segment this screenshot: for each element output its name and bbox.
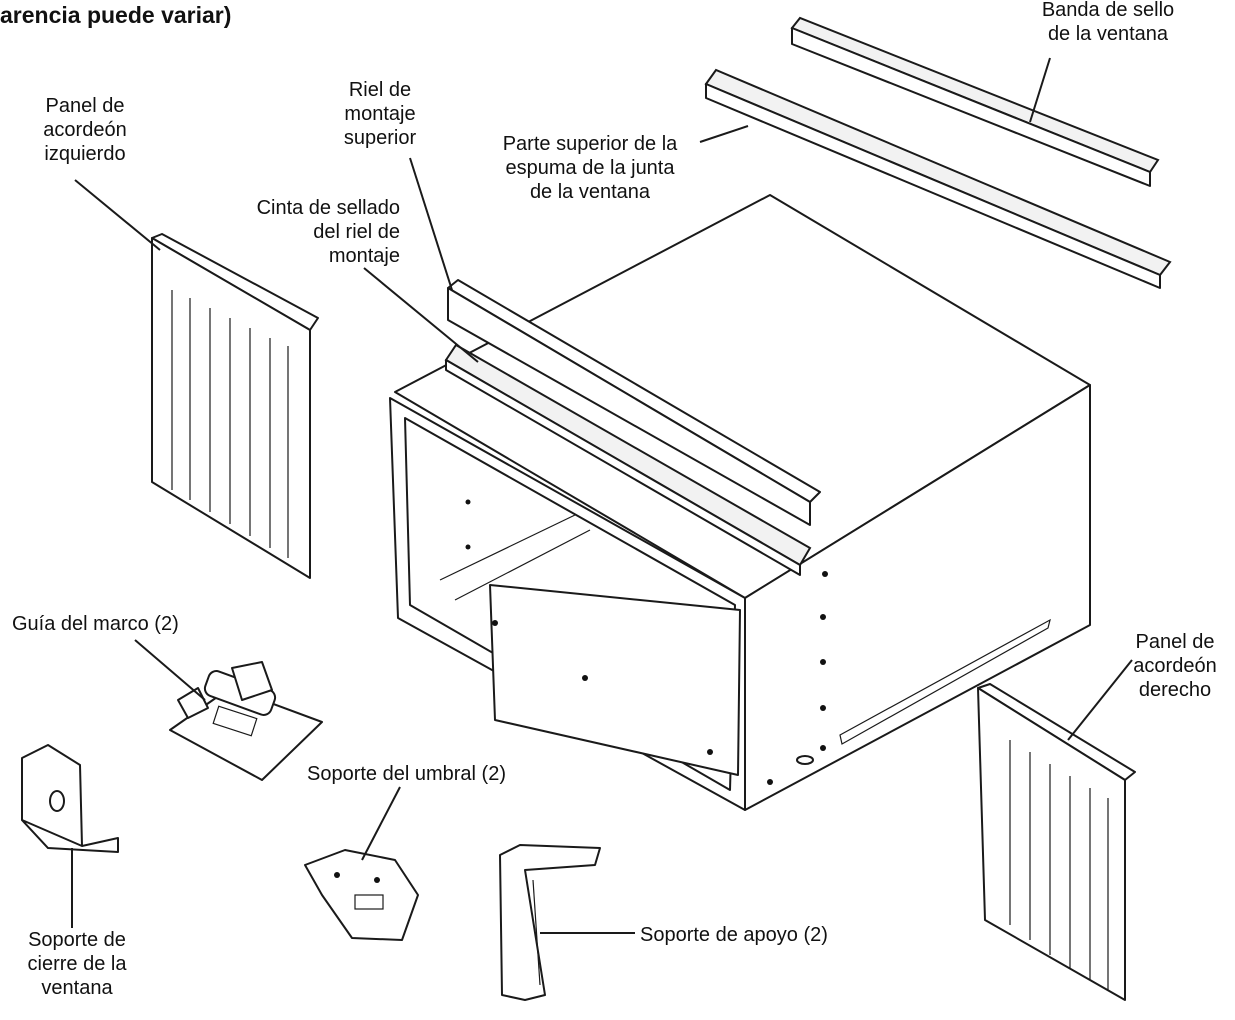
label-upper-gasket-foam: Parte superior de la espuma de la junta … bbox=[502, 133, 678, 203]
label-rail-seal-tape: Cinta de sellado del riel de montaje bbox=[256, 197, 400, 267]
sill-bracket bbox=[304, 849, 419, 941]
label-sill-bracket: Soporte del umbral (2) bbox=[307, 763, 506, 785]
label-support-bracket: Soporte de apoyo (2) bbox=[640, 924, 828, 946]
left-accordion-panel bbox=[151, 233, 319, 579]
page-title: arencia puede variar) bbox=[0, 2, 232, 28]
label-upper-mounting-rail: Riel de montaje superior bbox=[343, 79, 417, 149]
upper-gasket-foam bbox=[704, 68, 1172, 289]
leader-lines bbox=[71, 57, 1133, 934]
cabinet bbox=[389, 194, 1091, 811]
label-frame-guide: Guía del marco (2) bbox=[12, 613, 179, 635]
upper-mounting-rail bbox=[444, 279, 821, 576]
window-seal-strip bbox=[790, 16, 1160, 187]
label-window-lock-bracket: Soporte de cierre de la ventana bbox=[27, 929, 127, 999]
support-bracket bbox=[499, 844, 601, 1001]
label-left-accordion-panel: Panel de acordeón izquierdo bbox=[43, 95, 127, 165]
label-right-accordion-panel: Panel de acordeón derecho bbox=[1133, 631, 1217, 701]
label-window-seal-strip: Banda de sello de la ventana bbox=[1041, 0, 1175, 45]
window-lock-bracket bbox=[21, 744, 119, 853]
cabinet-screw-holes bbox=[465, 499, 828, 785]
right-accordion-panel bbox=[977, 683, 1136, 1001]
frame-guide bbox=[169, 661, 323, 781]
